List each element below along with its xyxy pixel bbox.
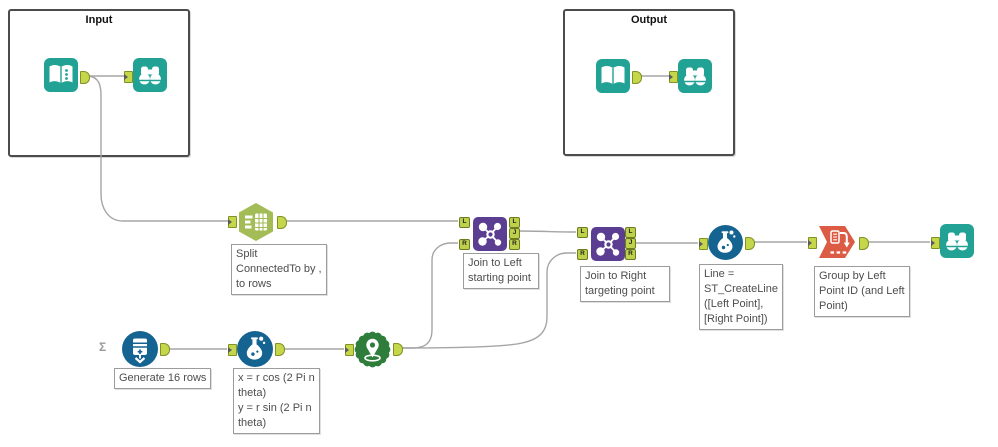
summarize-list-arrow-icon [819,226,855,258]
join-input-anchor-R[interactable]: R [459,239,470,250]
tool-join-1[interactable] [473,217,507,256]
input-anchor[interactable] [669,71,678,83]
sigma-icon[interactable]: Σ [99,340,107,354]
output-container-box[interactable]: Output [563,9,735,156]
output-anchor[interactable] [632,71,642,84]
connection-wire[interactable] [400,242,458,349]
binoculars-icon [133,58,167,92]
output-anchor[interactable] [160,343,170,356]
connection-wire[interactable] [399,252,576,349]
tool-formula-line[interactable] [708,225,743,265]
join-input-anchor-L[interactable]: L [459,217,470,228]
tool-create-points[interactable] [354,331,391,373]
input-container-box[interactable]: Input [8,9,190,157]
tool-input-data-1[interactable] [44,58,78,97]
split-to-columns-icon [239,203,273,241]
annotation-join-right[interactable]: Join to Right targeting point [580,266,670,302]
annotation-join-left[interactable]: Join to Left starting point [463,253,539,289]
book-icon [596,59,630,93]
book-icon [44,58,78,92]
annotation-split[interactable]: Split ConnectedTo by , to rows [231,244,327,295]
input-anchor[interactable] [228,344,237,356]
output-anchor[interactable] [745,237,755,250]
join-molecule-icon [591,227,625,261]
flask-icon [237,331,273,367]
input-anchor[interactable] [931,237,940,249]
join-input-anchor-L[interactable]: L [577,227,588,238]
generate-rows-icon [122,331,158,367]
tool-generate-rows[interactable] [122,331,158,372]
join-molecule-icon [473,217,507,251]
flask-icon [708,225,743,260]
output-anchor[interactable] [277,216,287,229]
input-container-title: Input [85,14,113,26]
tool-browse-2[interactable] [678,59,712,98]
input-anchor[interactable] [808,237,817,249]
annotation-generate-rows[interactable]: Generate 16 rows [114,368,212,389]
tool-text-to-columns[interactable] [237,202,275,247]
map-pin-icon [354,331,391,368]
join-input-anchor-R[interactable]: R [577,249,588,260]
input-anchor[interactable] [345,344,354,356]
join-output-anchor-J[interactable]: J [509,228,520,239]
join-output-anchor-R[interactable]: R [509,239,520,250]
join-output-anchor-L[interactable]: L [509,217,520,228]
connection-wire[interactable] [87,75,228,222]
output-anchor[interactable] [80,71,90,84]
join-output-anchor-L[interactable]: L [625,227,636,238]
tool-browse-1[interactable] [133,58,167,97]
output-anchor[interactable] [859,237,869,250]
connection-wire[interactable] [517,230,577,233]
binoculars-icon [940,224,974,258]
input-anchor[interactable] [228,216,237,228]
tool-input-data-2[interactable] [596,59,630,98]
annotation-formula-xy[interactable]: x = r cos (2 Pi n theta) y = r sin (2 Pi… [233,368,320,434]
annotation-formula-line[interactable]: Line = ST_CreateLine ([Left Point], [Rig… [699,264,783,330]
output-container-title: Output [630,14,668,26]
output-anchor[interactable] [275,343,285,356]
output-anchor[interactable] [393,343,403,356]
join-output-anchor-J[interactable]: J [625,238,636,249]
annotation-summarize[interactable]: Group by Left Point ID (and Left Point) [814,266,910,317]
tool-join-2[interactable] [591,227,625,266]
join-output-anchor-R[interactable]: R [625,249,636,260]
input-anchor[interactable] [124,71,133,83]
binoculars-icon [678,59,712,93]
tool-formula-xy[interactable] [237,331,273,372]
input-anchor[interactable] [699,238,708,250]
tool-browse-3[interactable] [940,224,974,263]
tool-summarize[interactable] [817,224,857,265]
